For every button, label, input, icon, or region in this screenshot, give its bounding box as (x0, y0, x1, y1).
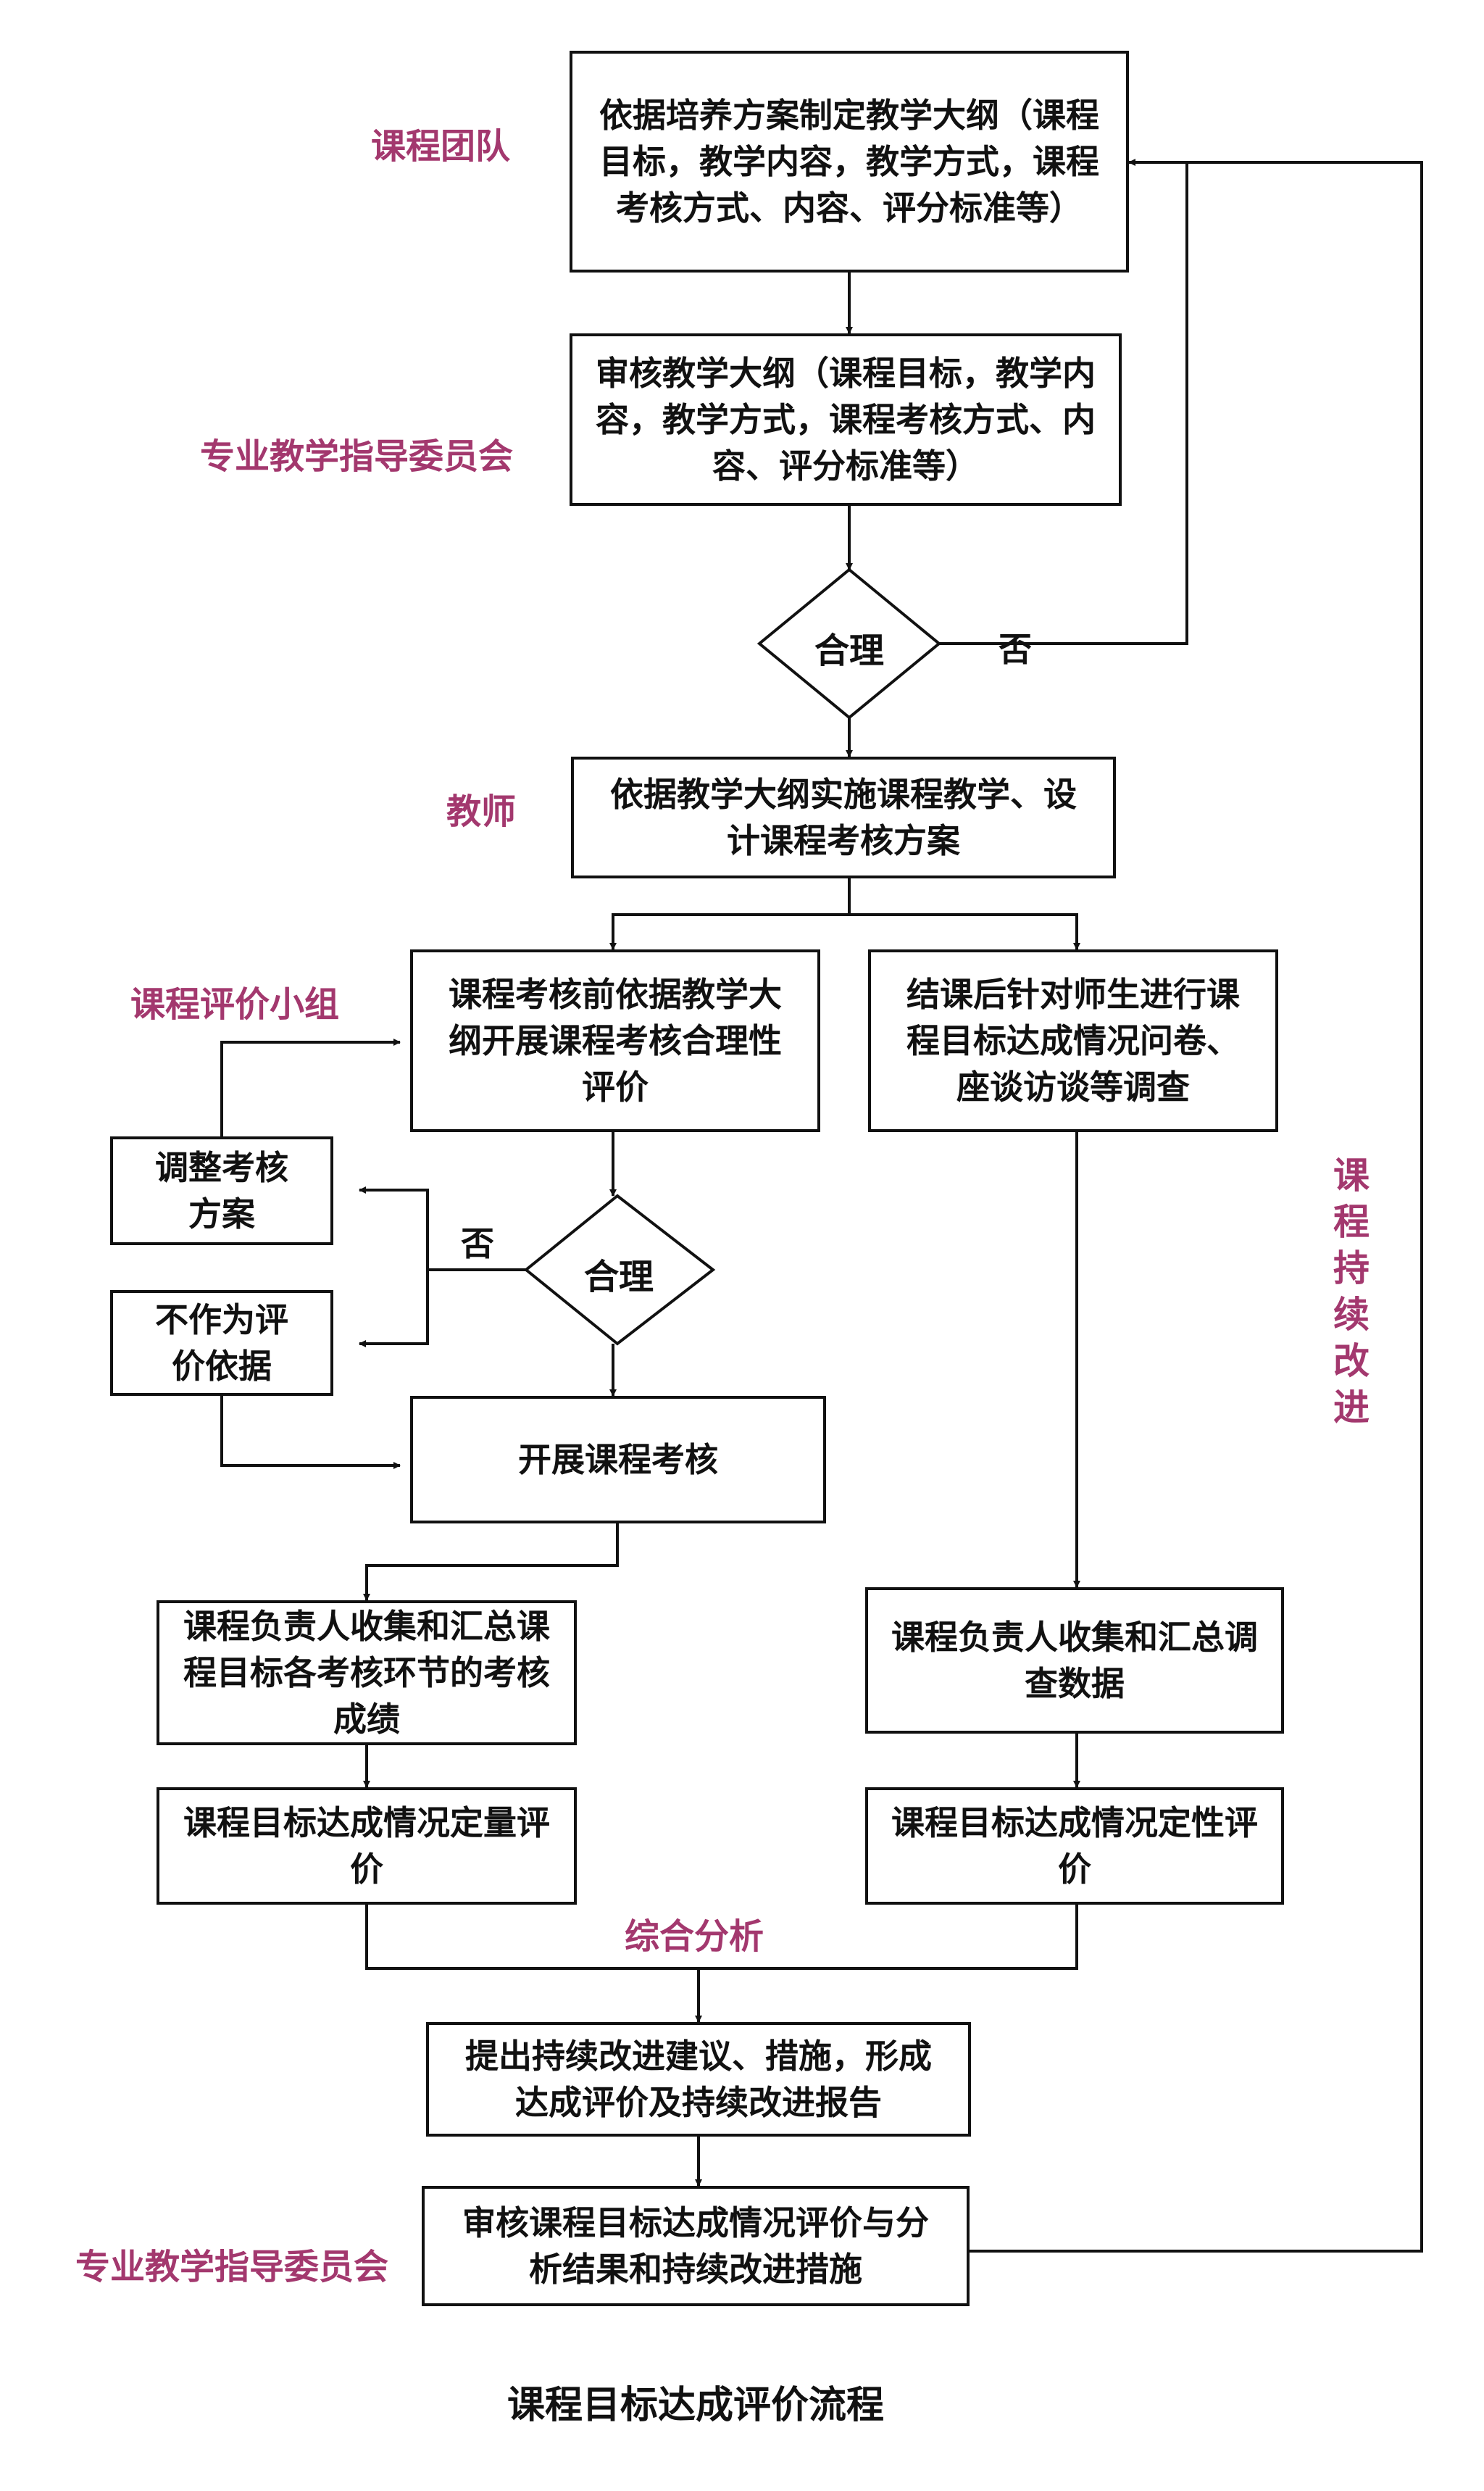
node-not-basis: 不作为评价依据 (110, 1290, 333, 1396)
role-committee-top: 专业教学指导委员会 (200, 436, 514, 477)
arrow-decision2-notbasis (359, 1270, 429, 1347)
node-review-final: 审核课程目标达成情况评价与分析结果和持续改进措施 (422, 2186, 970, 2306)
node-qual-eval-text: 课程目标达成情况定性评价 (891, 1803, 1258, 1889)
node-adjust: 调整考核方案 (110, 1136, 333, 1245)
node-collect-survey-text: 课程负责人收集和汇总调查数据 (891, 1618, 1258, 1703)
decision2-diamond (523, 1194, 716, 1346)
arrow-adjust-pre (220, 1039, 401, 1136)
node-review-final-text: 审核课程目标达成情况评价与分析结果和持续改进措施 (462, 2203, 929, 2289)
role-committee-bottom: 专业教学指导委员会 (75, 2247, 389, 2287)
node-syllabus-text: 依据培养方案制定教学大纲（课程目标，教学内容，教学方式，课程考核方式、内容、评分… (599, 96, 1099, 228)
node-implement: 依据教学大纲实施课程教学、设计课程考核方案 (571, 757, 1116, 878)
arrow-qual-merge (699, 1905, 1078, 1970)
node-pre-assessment: 课程考核前依据教学大纲开展课程考核合理性评价 (410, 949, 820, 1132)
node-qual-eval: 课程目标达成情况定性评价 (865, 1787, 1284, 1905)
role-synthesis: 综合分析 (625, 1916, 764, 1957)
decision1-label: 合理 (814, 631, 884, 671)
role-continuous-improvement: 课程持续改进 (1333, 1155, 1370, 1429)
arrow-quant-merge (365, 1905, 702, 2023)
node-syllabus: 依据培养方案制定教学大纲（课程目标，教学内容，教学方式，课程考核方式、内容、评分… (570, 51, 1129, 273)
arrow-decision2-adjust (359, 1186, 526, 1271)
node-implement-text: 依据教学大纲实施课程教学、设计课程考核方案 (610, 775, 1077, 860)
arrow-conduct-collect (363, 1523, 619, 1601)
node-collect-scores: 课程负责人收集和汇总课程目标各考核环节的考核成绩 (157, 1600, 577, 1745)
node-quant-eval-text: 课程目标达成情况定量评价 (183, 1803, 550, 1889)
arrow-final-loop (970, 161, 1423, 2253)
node-quant-eval: 课程目标达成情况定量评价 (157, 1787, 577, 1905)
node-survey: 结课后针对师生进行课程目标达成情况问卷、座谈访谈等调查 (868, 949, 1278, 1132)
node-survey-text: 结课后针对师生进行课程目标达成情况问卷、座谈访谈等调查 (906, 975, 1240, 1107)
diagram-caption: 课程目标达成评价流程 (507, 2384, 884, 2427)
arrow-implement-split (609, 878, 851, 950)
decision2-no-label: 否 (461, 1224, 494, 1263)
decision2-label: 合理 (583, 1257, 654, 1297)
arrow-notbasis-conduct (220, 1396, 401, 1469)
node-review-syllabus-text: 审核教学大纲（课程目标，教学内容，教学方式，课程考核方式、内容、评分标准等） (596, 354, 1096, 486)
node-review-syllabus: 审核教学大纲（课程目标，教学内容，教学方式，课程考核方式、内容、评分标准等） (570, 333, 1122, 506)
decision1-diamond (756, 567, 942, 720)
role-teacher: 教师 (446, 791, 517, 832)
node-not-basis-text: 不作为评价依据 (155, 1300, 288, 1386)
decision1-no-label: 否 (999, 630, 1032, 669)
role-course-team: 课程团队 (371, 126, 511, 167)
node-pre-assessment-text: 课程考核前依据教学大纲开展课程考核合理性评价 (449, 975, 782, 1107)
node-collect-scores-text: 课程负责人收集和汇总课程目标各考核环节的考核成绩 (183, 1607, 550, 1739)
arrow-implement-survey (849, 913, 1080, 950)
node-collect-survey: 课程负责人收集和汇总调查数据 (865, 1587, 1284, 1734)
node-propose-text: 提出持续改进建议、措施，形成达成评价及持续改进报告 (465, 2037, 932, 2122)
node-propose: 提出持续改进建议、措施，形成达成评价及持续改进报告 (426, 2022, 971, 2137)
role-eval-group: 课程评价小组 (130, 984, 340, 1025)
node-conduct-text: 开展课程考核 (518, 1440, 718, 1479)
node-conduct: 开展课程考核 (410, 1396, 826, 1523)
node-adjust-text: 调整考核方案 (155, 1148, 288, 1234)
arrow-decision1-no (939, 159, 1188, 645)
